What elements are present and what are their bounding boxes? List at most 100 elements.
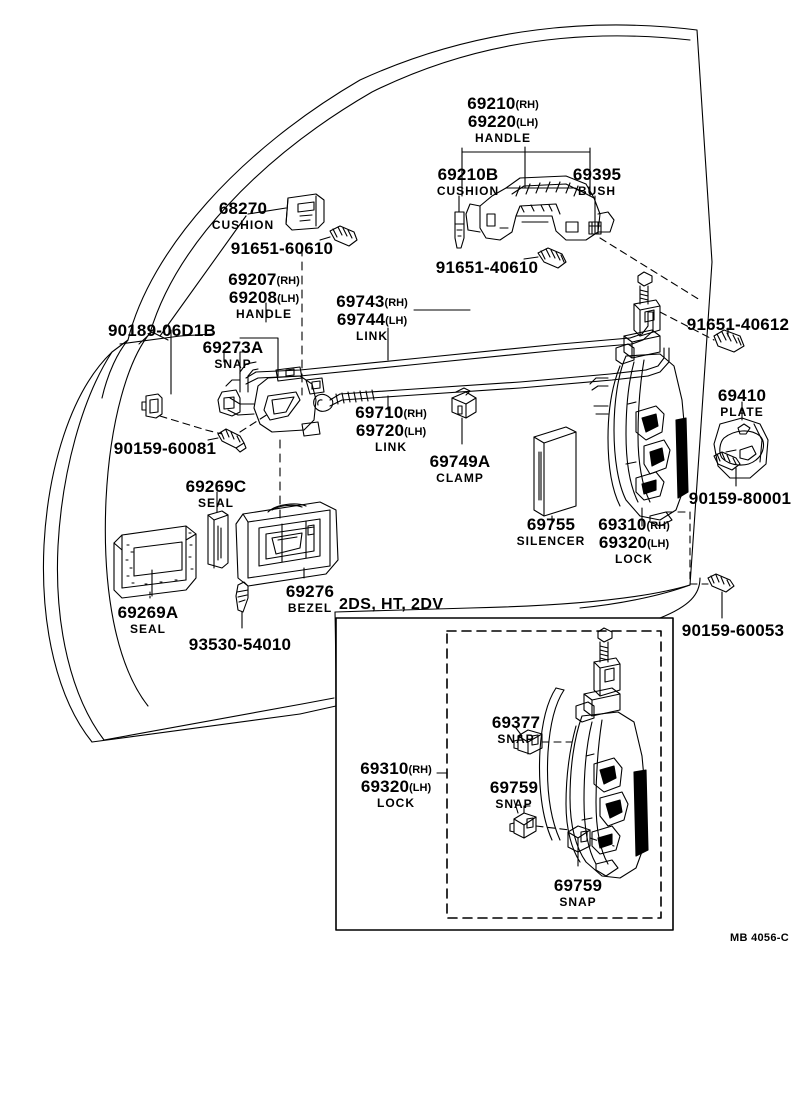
callout-number-row: 69210(RH) [467, 95, 539, 113]
part-number: 90159-60053 [681, 621, 785, 640]
bush-69395-part [588, 221, 602, 235]
part-description: SNAP [559, 895, 597, 909]
part-side: (RH) [384, 297, 408, 309]
snap-69759-lower-part [567, 825, 591, 853]
part-number: 69208 [228, 288, 278, 307]
callout-handle-inside: 69207(RH)69208(LH)HANDLE [228, 271, 300, 320]
part-side: (LH) [647, 538, 670, 550]
callout-number-row: 69320(LH) [360, 778, 432, 796]
part-number: 69759 [489, 778, 539, 797]
callout-number-row: 69377 [492, 714, 540, 732]
callout-number-row: 69710(RH) [355, 404, 427, 422]
callout-number-row: 69310(RH) [360, 760, 432, 778]
snap-69377-part [513, 729, 543, 755]
callout-number-row: 69276 [286, 583, 334, 601]
part-description: LOCK [615, 552, 653, 566]
callout-number-row: 69744(LH) [336, 311, 408, 329]
part-number: 69410 [717, 386, 767, 405]
callout-lock-inset: 69310(RH)69320(LH)LOCK [360, 760, 432, 809]
part-number: 69276 [285, 582, 335, 601]
snap-69759-upper-part [509, 805, 537, 839]
part-number: 69220 [467, 112, 517, 131]
screw-90159-60053-part [707, 573, 735, 593]
part-number: 90159-80001 [688, 489, 792, 508]
clamp-69749a-part [451, 387, 477, 419]
callout-number-row: 90159-80001 [689, 490, 791, 508]
part-number: 90189-06D1B [107, 321, 217, 340]
part-description: SNAP [495, 797, 533, 811]
part-description: LINK [375, 440, 407, 454]
part-number: 69395 [572, 165, 622, 184]
callout-number-row: 69220(LH) [467, 113, 539, 131]
callout-link-69710: 69710(RH)69720(LH)LINK [355, 404, 427, 453]
callout-number-row: 69410 [718, 387, 766, 405]
callout-screw-90159-80001: 90159-80001 [689, 490, 791, 508]
part-number: 69310 [598, 515, 647, 534]
part-description: BEZEL [287, 601, 333, 615]
callout-number-row: 69310(RH) [598, 516, 670, 534]
callout-lock-main: 69310(RH)69320(LH)LOCK [598, 516, 670, 565]
part-number: 69710 [355, 403, 404, 422]
callout-number-row: 90159-60053 [682, 622, 784, 640]
inset-title: 2DS, HT, 2DV [339, 596, 444, 613]
seal-69269c-part [207, 510, 229, 569]
part-side: (LH) [385, 315, 408, 327]
part-description: SNAP [497, 732, 535, 746]
part-number: 69310 [360, 759, 409, 778]
link-69710-part [313, 347, 670, 412]
part-description: LINK [356, 329, 388, 343]
part-description: HANDLE [475, 131, 531, 145]
part-number: 69273A [202, 338, 264, 357]
part-side: (RH) [276, 275, 300, 287]
part-number: 68270 [218, 199, 268, 218]
part-description: CLAMP [436, 471, 484, 485]
callout-number-row: 90159-60081 [114, 440, 216, 458]
plate-69410-part [713, 417, 769, 479]
part-number: 69269C [185, 477, 247, 496]
bezel-69276-part [235, 501, 339, 587]
part-number: 93530-54010 [188, 635, 292, 654]
callout-clip-90189-06d1b: 90189-06D1B [108, 322, 216, 340]
callout-number-row: 69755 [517, 516, 586, 534]
callout-number-row: 90189-06D1B [108, 322, 216, 340]
callout-number-row: 69749A [430, 453, 491, 471]
link-69743-part [245, 311, 654, 385]
inside-handle-part [217, 361, 325, 437]
part-description: LOCK [377, 796, 415, 810]
callout-screw-91651-40612: 91651-40612 [687, 316, 789, 334]
part-number: 91651-40610 [435, 258, 539, 277]
callout-number-row: 91651-40612 [687, 316, 789, 334]
part-number: 91651-60610 [230, 239, 334, 258]
callout-number-row: 69395 [573, 166, 621, 184]
inset-lock-assembly [538, 627, 649, 879]
part-side: (RH) [646, 520, 670, 532]
part-description: CUSHION [211, 218, 275, 232]
callout-number-row: 69743(RH) [336, 293, 408, 311]
screw-90159-80001-part [713, 451, 741, 471]
part-number: 69207 [228, 270, 277, 289]
part-number: 69720 [355, 421, 405, 440]
part-description: CUSHION [436, 184, 500, 198]
part-description: SILENCER [516, 534, 586, 548]
screw-90159-60081-part [217, 428, 247, 453]
part-side: (LH) [404, 426, 427, 438]
cushion-68270-part [285, 193, 325, 231]
callout-number-row: 93530-54010 [189, 636, 291, 654]
part-number: 69210 [467, 94, 516, 113]
screw-91651-40612-part [713, 329, 745, 353]
clip-90189-06d1b-part [141, 393, 163, 419]
callout-screw-90159-60081: 90159-60081 [114, 440, 216, 458]
callout-number-row: 69720(LH) [355, 422, 427, 440]
part-side: (LH) [516, 117, 539, 129]
callout-handle-outside: 69210(RH)69220(LH)HANDLE [467, 95, 539, 144]
part-description: BUSH [577, 184, 616, 198]
callout-screw-91651-40610: 91651-40610 [436, 259, 538, 277]
